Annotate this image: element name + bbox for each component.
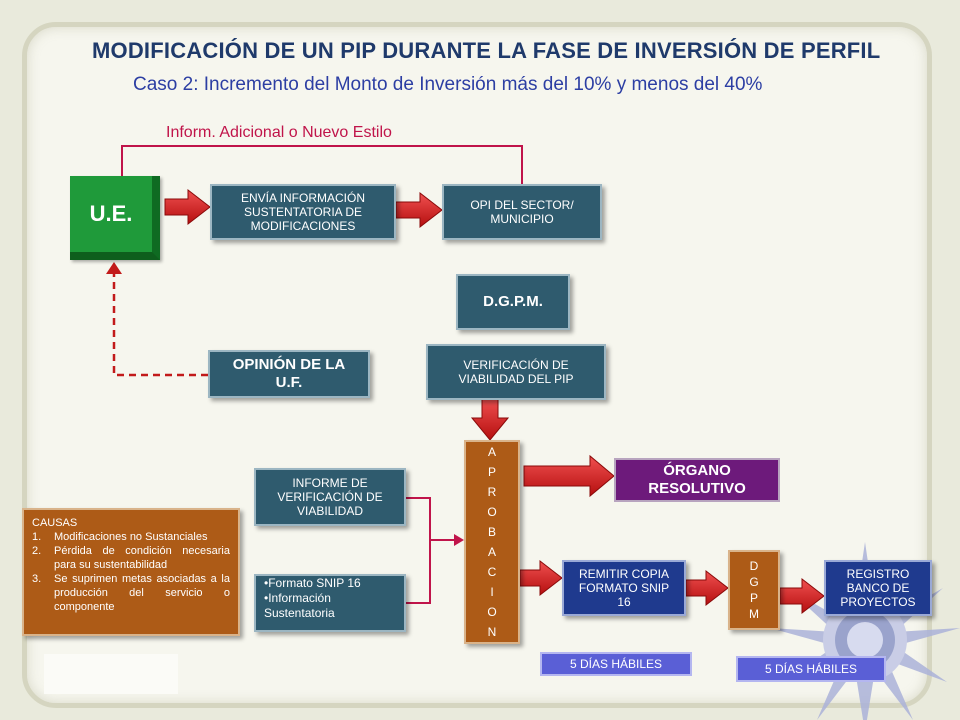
dgpm-letter: G	[749, 575, 759, 589]
aprobacion-letter: B	[487, 525, 496, 539]
causa-num: 1.	[32, 531, 42, 543]
causa-num: 2.	[32, 545, 42, 557]
arrow-aprob-organo	[523, 454, 615, 498]
causa-item: 2. Pérdida de condición necesaria para s…	[32, 544, 230, 572]
informe-box: INFORME DE VERIFICACIÓN DE VIABILIDAD	[254, 468, 406, 526]
causa-item: 3. Se suprimen metas asociadas a la prod…	[32, 572, 230, 614]
causa-text: Se suprimen metas asociadas a la producc…	[54, 573, 230, 613]
dgpm-letter: D	[749, 559, 759, 573]
bracket-arrowhead	[454, 534, 464, 546]
aprobacion-letter: I	[490, 585, 494, 599]
envia-box: ENVÍA INFORMACIÓN SUSTENTATORIA DE MODIF…	[210, 184, 396, 240]
dgpm-letter: P	[749, 591, 758, 605]
opi-box: OPI DEL SECTOR/ MUNICIPIO	[442, 184, 602, 240]
line-informe	[406, 497, 431, 560]
formato-line-2: •Información Sustentatoria	[264, 591, 335, 620]
arrow-aprob-remitir	[519, 559, 563, 597]
loop-line	[121, 145, 523, 184]
causas-box: CAUSAS 1. Modificaciones no Sustanciales…	[22, 508, 240, 636]
causas-heading: CAUSAS	[32, 517, 78, 529]
aprobacion-letter: C	[487, 565, 497, 579]
causa-item: 1. Modificaciones no Sustanciales	[32, 530, 230, 544]
aprobacion-letter: P	[487, 465, 496, 479]
remitir-box: REMITIR COPIA FORMATO SNIP 16	[562, 560, 686, 616]
ue-box: U.E.	[70, 176, 160, 260]
verificacion-box: VERIFICACIÓN DE VIABILIDAD DEL PIP	[426, 344, 606, 400]
blank-patch	[44, 654, 178, 694]
causa-num: 3.	[32, 573, 42, 585]
page-subtitle: Caso 2: Incremento del Monto de Inversió…	[133, 74, 763, 95]
formato-line-1: •Formato SNIP 16	[264, 576, 361, 590]
aprobacion-letter: N	[487, 625, 497, 639]
arrow-verif-aprob	[470, 397, 510, 441]
line-formato	[406, 560, 431, 604]
formato-box: •Formato SNIP 16 •Información Sustentato…	[254, 574, 406, 632]
dashed-arrowhead	[106, 262, 122, 274]
dgpm-top-box: D.G.P.M.	[456, 274, 570, 330]
aprobacion-letter: O	[487, 505, 497, 519]
registro-box: REGISTRO BANCO DE PROYECTOS	[824, 560, 932, 616]
dashed-line-opinion-ue	[112, 272, 208, 377]
page-title: MODIFICACIÓN DE UN PIP DURANTE LA FASE D…	[92, 38, 881, 63]
arrow-dgpm-registro	[779, 577, 825, 615]
days-left-badge: 5 DÍAS HÁBILES	[540, 652, 692, 676]
days-right-badge: 5 DÍAS HÁBILES	[736, 656, 886, 682]
causa-text: Pérdida de condición necesaria para su s…	[54, 545, 230, 571]
dgpm-letter: M	[749, 607, 759, 621]
organo-box: ÓRGANO RESOLUTIVO	[614, 458, 780, 502]
loop-label: Inform. Adicional o Nuevo Estilo	[166, 124, 392, 141]
aprobacion-letter: O	[487, 605, 497, 619]
arrow-remitir-dgpm	[685, 569, 729, 607]
causa-text: Modificaciones no Sustanciales	[54, 531, 208, 543]
aprobacion-letter: A	[487, 545, 496, 559]
opinion-box: OPINIÓN DE LA U.F.	[208, 350, 370, 398]
arrow-envia-opi	[395, 191, 443, 229]
arrow-ue-envia	[164, 188, 211, 226]
aprobacion-letter: R	[487, 485, 497, 499]
aprobacion-letter: A	[487, 445, 496, 459]
